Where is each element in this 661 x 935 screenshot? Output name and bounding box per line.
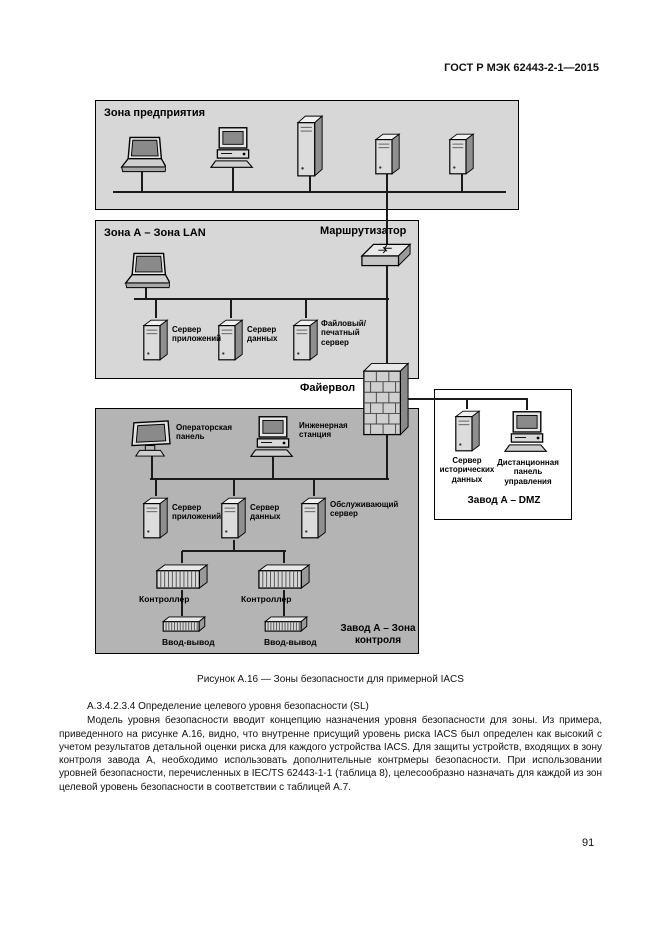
page-number: 91 <box>582 837 595 849</box>
drop-line <box>155 300 157 318</box>
firewall-label: Файервол <box>300 382 356 394</box>
dmz-zone-box: Завод А – DMZ <box>434 389 572 520</box>
drop-line <box>461 174 463 191</box>
enterprise-zone-label: Зона предприятия <box>104 107 206 119</box>
drop-line <box>305 300 307 318</box>
io-label: Ввод-вывод <box>264 637 317 647</box>
drop-line <box>155 480 157 496</box>
document-code: ГОСТ Р МЭК 62443-2-1—2015 <box>444 62 599 74</box>
section-heading: А.3.4.2.3.4 Определение целевого уровня … <box>87 701 369 712</box>
drop-line <box>309 176 311 191</box>
section-paragraph: Модель уровня безопасности вводит концеп… <box>59 715 602 793</box>
file-print-server-label: Файловый/ печатный сервер <box>321 319 366 347</box>
data-server-label: Сервер данных <box>250 503 281 522</box>
controller-label: Контроллер <box>139 594 190 604</box>
laptop-icon <box>122 252 170 290</box>
controller-icon <box>155 563 209 590</box>
laptop-icon <box>118 136 166 174</box>
body-text-block: А.3.4.2.3.4 Определение целевого уровня … <box>59 700 602 794</box>
drop-line <box>145 288 147 298</box>
remote-panel-label: Дистанционная панель управления <box>497 458 559 486</box>
drop-line <box>466 399 468 409</box>
figure-caption: Рисунок А.16 — Зоны безопасности для при… <box>197 674 464 685</box>
operator-panel-label: Операторская панель <box>176 423 232 442</box>
engineering-station-icon <box>250 415 296 459</box>
application-server-icon <box>142 496 169 540</box>
drop-line <box>233 540 235 550</box>
server-icon <box>448 132 475 176</box>
data-server-label: Сервер данных <box>247 325 278 344</box>
drop-line <box>283 590 285 616</box>
file-print-server-icon <box>292 318 319 362</box>
drop-line <box>232 168 234 191</box>
enterprise-bus-line <box>113 191 506 193</box>
drop-line <box>141 172 143 191</box>
lan-bus-line <box>134 298 389 300</box>
drop-line <box>181 590 183 616</box>
io-module-icon <box>263 616 309 633</box>
dmz-zone-label: Завод А – DMZ <box>467 495 541 506</box>
drop-line <box>233 480 235 496</box>
drop-line <box>272 457 274 478</box>
io-module-icon <box>161 616 207 633</box>
app-server-label: Сервер приложений <box>172 325 222 344</box>
controller-label: Контроллер <box>241 594 292 604</box>
history-server-label: Сервер исторических данных <box>439 456 495 484</box>
router-icon <box>360 240 412 270</box>
drop-line <box>313 480 315 496</box>
desktop-computer-icon <box>210 126 256 170</box>
server-icon <box>374 132 401 176</box>
drop-line <box>230 300 232 318</box>
io-label: Ввод-вывод <box>162 637 215 647</box>
app-server-label: Сервер приложений <box>172 503 222 522</box>
data-server-icon <box>220 496 247 540</box>
drop-line <box>151 455 153 478</box>
lan-zone-label: Зона А – Зона LAN <box>104 227 206 239</box>
history-server-icon <box>454 409 481 453</box>
tall-server-icon <box>296 114 324 178</box>
firewall-icon <box>360 360 410 438</box>
application-server-icon <box>142 318 169 362</box>
service-server-label: Обслуживающий сервер <box>330 500 399 519</box>
control-zone-label: Завод А – Зона контроля <box>340 623 416 646</box>
remote-panel-workstation-icon <box>504 410 550 454</box>
trunk-line <box>386 174 388 480</box>
controller-icon <box>257 563 311 590</box>
riser-line <box>181 551 183 563</box>
router-label: Маршрутизатор <box>320 225 407 237</box>
riser-line <box>283 551 285 563</box>
engineering-station-label: Инженерная станция <box>299 421 348 440</box>
operator-panel-monitor-icon <box>130 419 172 457</box>
controller-sub-bus-line <box>182 550 286 552</box>
drop-line <box>526 399 528 410</box>
control-bus-line <box>150 478 389 480</box>
service-server-icon <box>300 496 327 540</box>
